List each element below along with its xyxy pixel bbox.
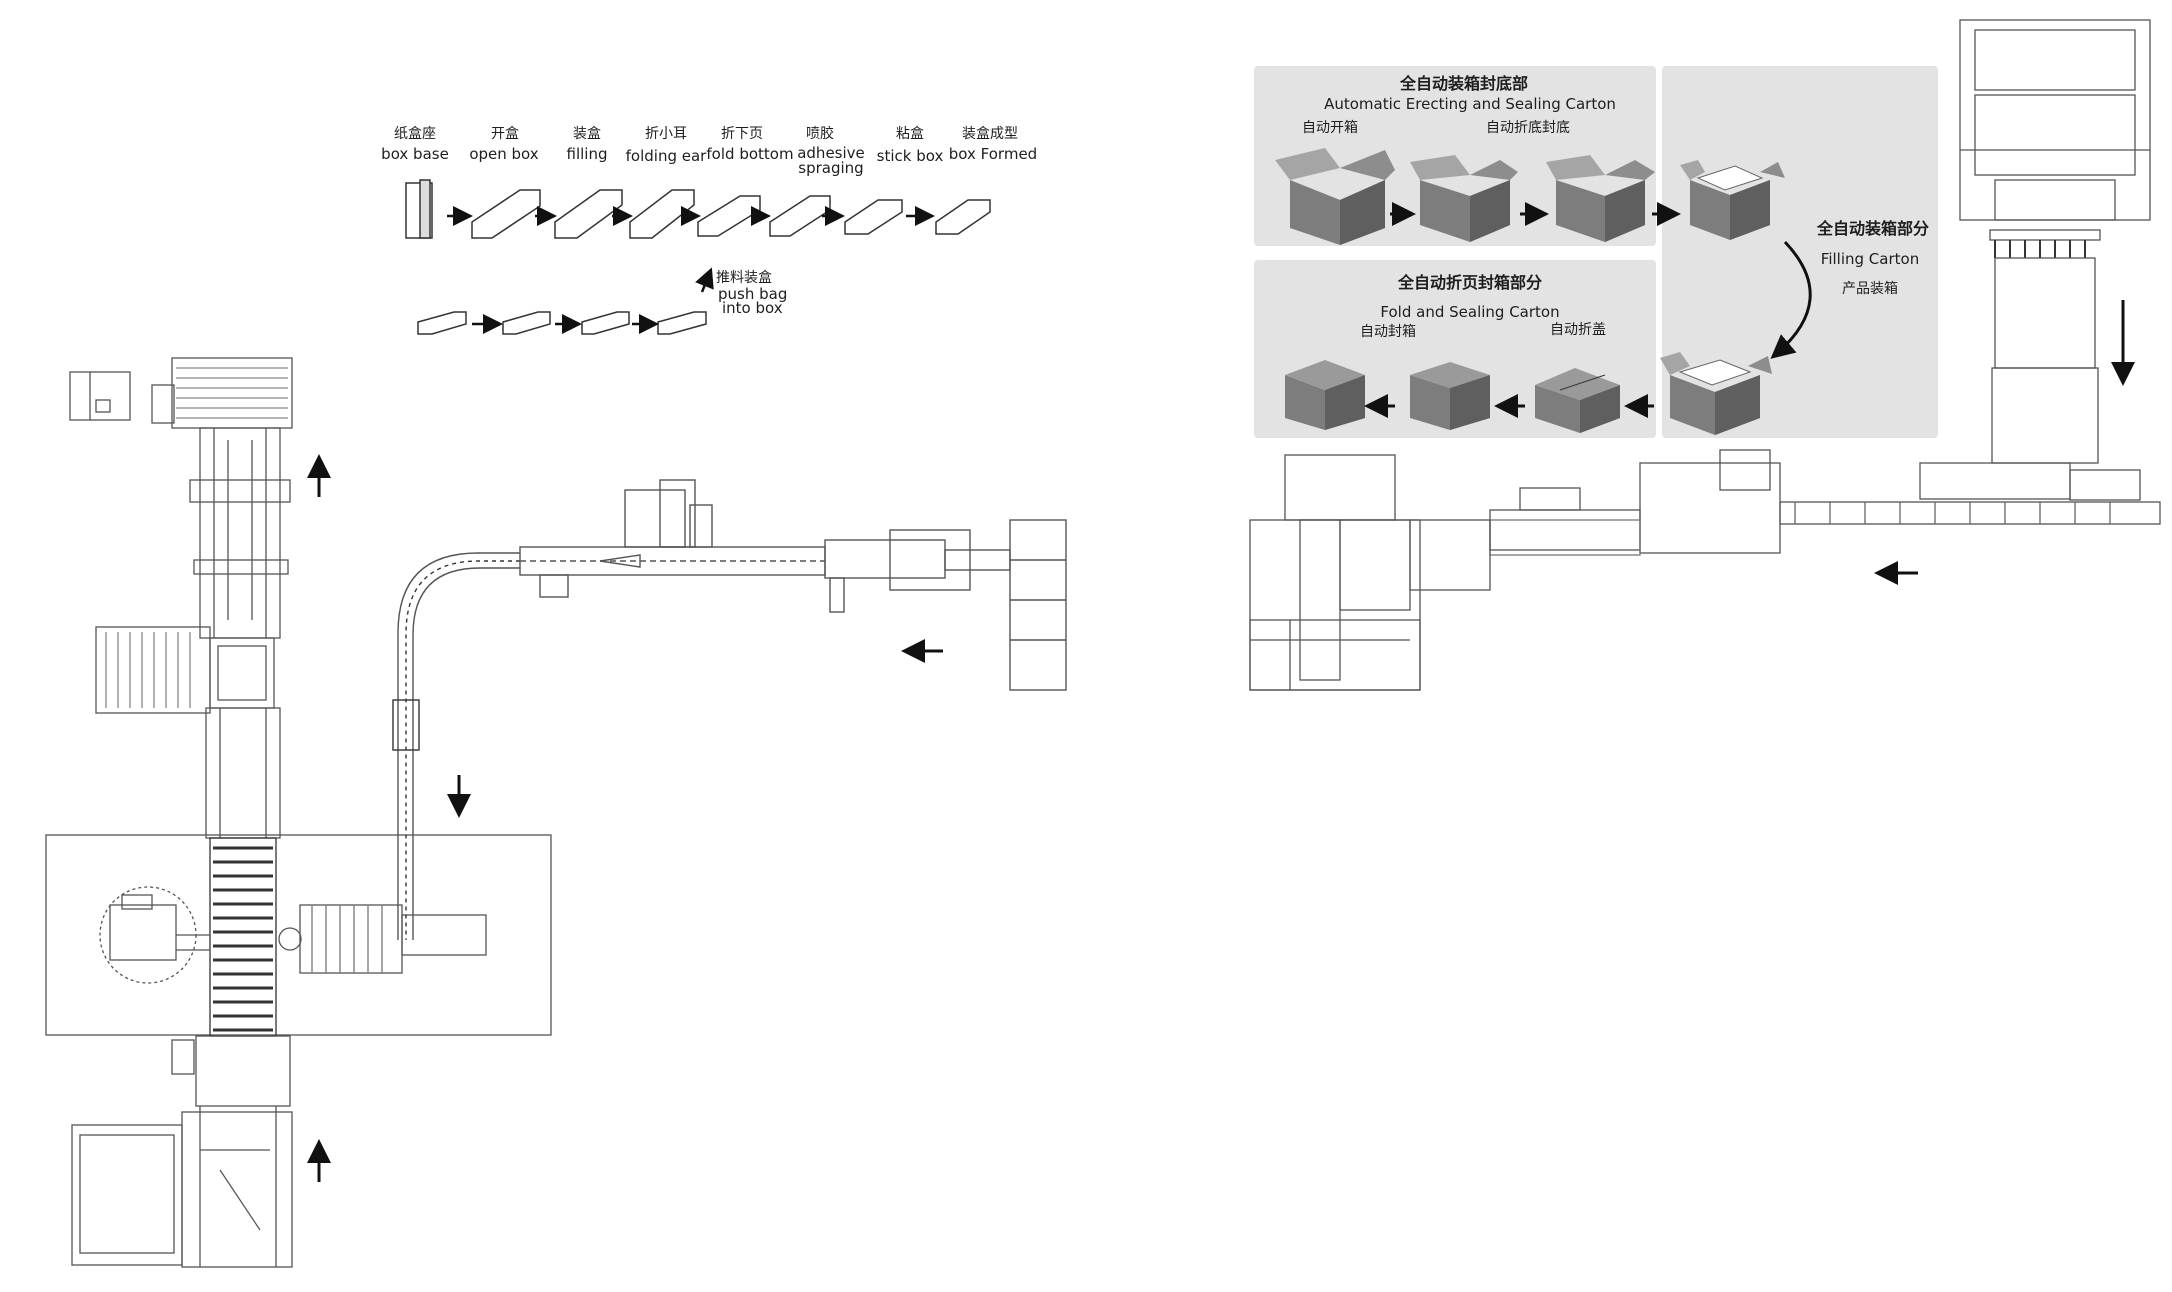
- push-bag-en: into box: [722, 299, 783, 317]
- filling-title-zh: 全自动装箱部分: [1816, 219, 1929, 238]
- erecting-title-zh: 全自动装箱封底部: [1399, 74, 1528, 93]
- auto-fold-lid-label: 自动折盖: [1550, 322, 1606, 338]
- step-label-zh: 折下页: [721, 126, 763, 142]
- step-label-zh: 折小耳: [645, 126, 687, 142]
- erecting-title-en: Automatic Erecting and Sealing Carton: [1324, 95, 1616, 113]
- carton-sealing-line: [1249, 449, 2161, 691]
- carton-fold-lid: [1535, 368, 1620, 433]
- box-forming-sequence: [405, 179, 991, 335]
- auto-open-label: 自动开箱: [1302, 120, 1358, 136]
- carton-icons: [1275, 148, 1785, 435]
- panel-filling: [1662, 66, 1938, 438]
- step-label-en: adhesive spraging: [797, 144, 865, 177]
- carton-sealed-1: [1410, 362, 1490, 430]
- filling-title-en: Filling Carton: [1820, 250, 1920, 268]
- step-label-zh: 开盒: [491, 126, 519, 142]
- step-label-en: fold bottom: [706, 145, 794, 163]
- step-label-en: box Formed: [948, 145, 1038, 163]
- folding-title-zh: 全自动折页封箱部分: [1397, 273, 1542, 292]
- carton-bottom-2: [1546, 155, 1655, 242]
- auto-seal-label: 自动封箱: [1360, 324, 1416, 340]
- carton-sealed-2: [1285, 360, 1365, 430]
- step-label-zh: 装盒: [573, 126, 601, 142]
- carton-bottom-1: [1410, 155, 1518, 242]
- step-label-zh: 喷胶: [806, 126, 834, 142]
- step-label-en: folding ear: [625, 147, 707, 165]
- auto-fold-bottom-label: 自动折底封底: [1486, 120, 1570, 136]
- curved-conveyor: [392, 479, 1067, 940]
- carton-open-1: [1275, 148, 1395, 245]
- step-label-zh: 粘盒: [896, 126, 924, 142]
- carton-filling-machine: [1919, 19, 2151, 501]
- box-forming-arrows: [447, 206, 935, 334]
- push-bag-en: push bag: [718, 285, 788, 303]
- step-label-en: filling: [566, 145, 608, 163]
- carton-filled-2: [1660, 352, 1772, 435]
- push-bag-zh: 推料装盒: [716, 270, 772, 286]
- carton-arrows: [1364, 202, 1812, 418]
- step-label-en: open box: [469, 145, 539, 163]
- flow-arrows-left: [307, 454, 943, 1182]
- step-label-zh: 纸盒座: [394, 126, 436, 142]
- step-label-en: box base: [381, 145, 449, 163]
- vertical-conveyor-line: [45, 357, 552, 1268]
- carton-filled-1: [1680, 160, 1785, 240]
- step-label-zh: 装盒成型: [962, 126, 1018, 142]
- step-label-en: stick box: [876, 147, 944, 165]
- product-boxing-label: 产品装箱: [1842, 281, 1898, 297]
- folding-title-en: Fold and Sealing Carton: [1380, 303, 1560, 321]
